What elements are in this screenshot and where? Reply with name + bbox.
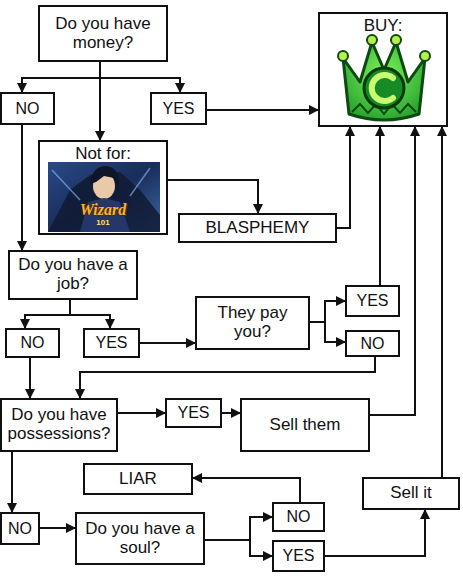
answer-box: YES	[165, 398, 222, 428]
connector-arrow	[205, 540, 272, 556]
node-text: NO	[21, 334, 45, 352]
action-box: Sell it	[362, 477, 460, 510]
connector-arrow	[118, 412, 165, 414]
node-text: Sell it	[390, 484, 432, 503]
game-artwork	[48, 162, 160, 232]
answer-box: NO	[0, 92, 55, 125]
connector-arrow	[22, 62, 100, 92]
answer-box: NO	[0, 512, 40, 545]
decision-box: Do you have a job?	[8, 250, 138, 300]
node-text: They pay you?	[200, 304, 305, 341]
connector-arrow	[441, 127, 443, 477]
connector-arrow	[379, 127, 381, 285]
connector-arrow	[29, 358, 31, 398]
goal-box: BUY:	[318, 12, 448, 127]
node-text: Wizard	[40, 202, 166, 218]
node-text: 101	[40, 219, 166, 227]
decision-box: They pay you?	[195, 296, 310, 350]
decision-box: Do you have possessions?	[0, 398, 118, 452]
result-box: LIAR	[83, 463, 193, 495]
connector-arrow	[25, 300, 70, 328]
connector-arrow	[100, 62, 180, 92]
node-text: YES	[162, 100, 194, 118]
node-text: Sell them	[270, 416, 341, 435]
answer-box: NO	[345, 330, 400, 357]
node-text: YES	[356, 292, 388, 310]
connector-arrow	[70, 300, 110, 328]
decision-box: Do you have a soul?	[75, 512, 205, 565]
answer-box: NO	[5, 328, 60, 358]
connector-arrow	[140, 342, 195, 344]
node-text: BLASPHEMY	[206, 219, 310, 238]
node-text: LIAR	[119, 470, 157, 489]
connector-arrow	[325, 510, 425, 556]
answer-box: YES	[150, 92, 207, 125]
node-text: YES	[95, 334, 127, 352]
node-text: Do you have a job?	[13, 256, 133, 293]
answer-box: YES	[345, 285, 400, 317]
connector-arrow	[193, 478, 300, 502]
answer-box: NO	[272, 502, 325, 532]
node-text: NO	[287, 508, 311, 526]
node-text: YES	[282, 547, 314, 565]
node-text: Do you have money?	[43, 15, 163, 52]
connector-arrow	[207, 109, 318, 111]
connector-arrow	[40, 527, 75, 529]
node-text: Not for:	[75, 145, 131, 164]
action-box: Sell them	[240, 398, 370, 452]
connector-arrow	[310, 301, 345, 322]
connector-arrow	[222, 412, 240, 414]
node-text: BUY:	[364, 17, 403, 36]
connector-arrow	[21, 125, 23, 250]
node-text: NO	[8, 520, 32, 538]
node-text: YES	[177, 404, 209, 422]
answer-box: YES	[272, 540, 325, 572]
node-text: Do you have a soul?	[80, 520, 200, 557]
node-text: NO	[361, 335, 385, 353]
result-box: BLASPHEMY	[178, 213, 337, 243]
node-text: Do you have possessions?	[5, 406, 113, 443]
node-text: NO	[16, 100, 40, 118]
connector-arrow	[80, 357, 375, 398]
connector-arrow	[11, 452, 13, 512]
answer-box: YES	[83, 328, 140, 358]
connector-arrow	[168, 180, 258, 213]
crown-logo	[338, 35, 430, 120]
connector-arrow	[310, 322, 345, 342]
connector-arrow	[205, 517, 272, 540]
decision-box: Do you have money?	[38, 5, 168, 62]
connector-arrow	[99, 62, 101, 140]
connector-arrow	[337, 127, 350, 228]
exception-box: Not for: Wizard101	[38, 140, 168, 235]
connector-arrow	[370, 127, 415, 415]
